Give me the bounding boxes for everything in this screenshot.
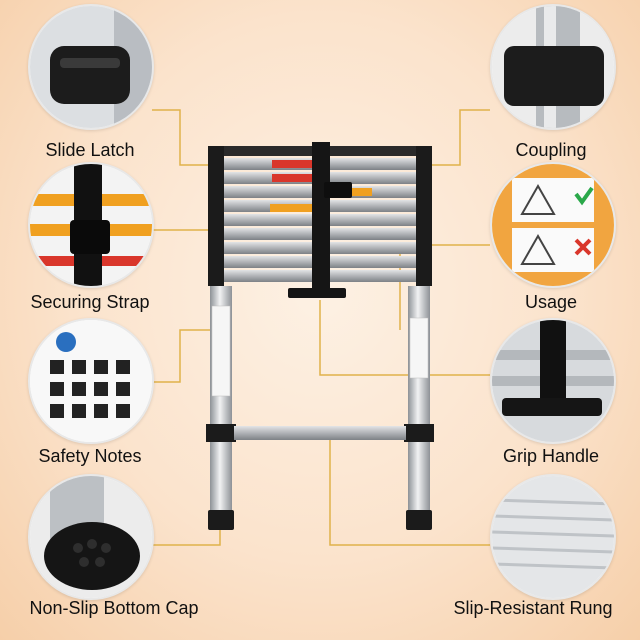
usage-label: Usage — [524, 292, 578, 312]
slide-latch-label: Slide Latch — [45, 140, 135, 160]
securing-strap-image — [30, 164, 152, 286]
coupling-image — [492, 6, 614, 128]
rung-label: Slip-Resistant Rung — [453, 598, 613, 618]
slide-latch-image — [30, 6, 152, 128]
rung-image — [492, 476, 614, 598]
rung-callout — [490, 474, 616, 600]
coupling-callout — [490, 4, 616, 130]
telescopic-ladder-image — [206, 142, 434, 530]
usage-image — [492, 164, 614, 286]
grip-handle-image — [492, 320, 614, 442]
grip-handle-callout — [490, 318, 616, 444]
safety-notes-callout — [28, 318, 154, 444]
slide-latch-callout — [28, 4, 154, 130]
securing-strap-label: Securing Strap — [30, 292, 150, 312]
securing-strap-callout — [28, 162, 154, 288]
grip-handle-label: Grip Handle — [502, 446, 600, 466]
safety-notes-image — [30, 320, 152, 442]
bottom-cap-callout — [28, 474, 154, 600]
safety-notes-label: Safety Notes — [38, 446, 142, 466]
bottom-cap-image — [30, 476, 152, 598]
bottom-cap-label: Non-Slip Bottom Cap — [29, 598, 199, 618]
usage-callout — [490, 162, 616, 288]
coupling-label: Coupling — [515, 140, 587, 160]
